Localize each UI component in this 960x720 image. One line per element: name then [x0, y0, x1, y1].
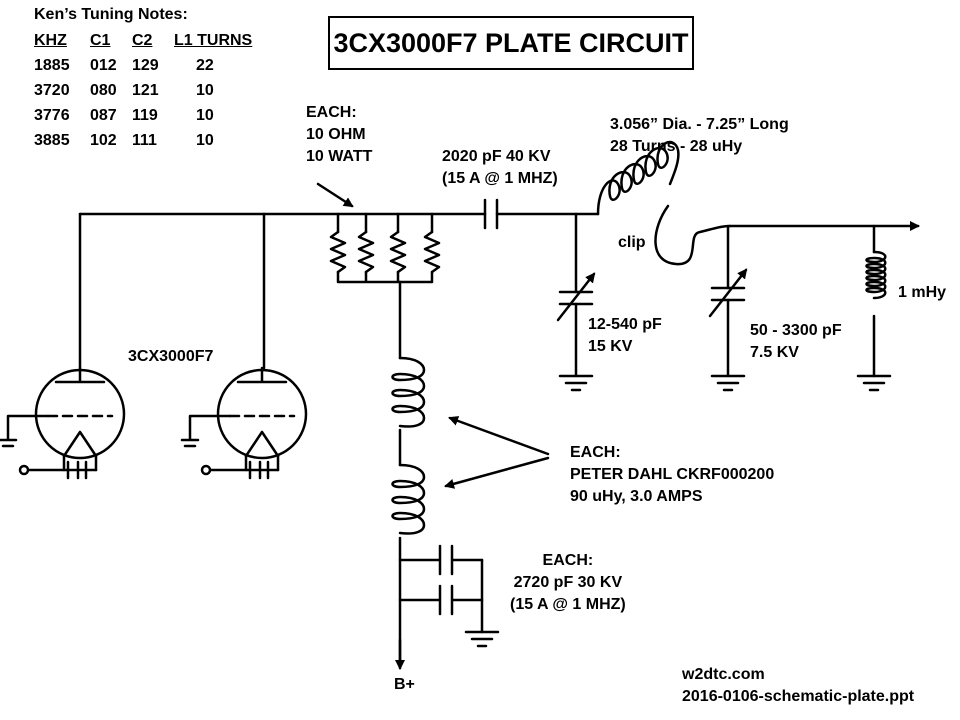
column-header: KHZ	[34, 31, 67, 49]
c1-label: 12-540 pF 15 KV	[588, 314, 662, 358]
table-cell: 10	[196, 81, 214, 99]
label-line: PETER DAHL CKRF000200	[570, 466, 775, 483]
tuning-notes-heading: Ken’s Tuning Notes:	[34, 6, 188, 23]
tank-coil-symbol	[596, 140, 680, 216]
tuning-capacitor-c1-symbol	[556, 212, 596, 392]
table-row: 3776 087 119 10	[34, 103, 264, 128]
label-line: EACH:	[542, 552, 594, 569]
table-cell: 102	[90, 131, 117, 149]
bypass-capacitors-symbol	[398, 544, 500, 648]
table-cell: 1885	[34, 56, 70, 74]
label-line: 28 Turns - 28 uHy	[610, 138, 743, 155]
table-cell: 087	[90, 106, 117, 124]
tube-1-symbol	[0, 366, 126, 480]
page-title: 3CX3000F7 PLATE CIRCUIT	[328, 16, 694, 70]
rf-choke-1-symbol	[391, 356, 426, 428]
label-line: 3.056” Dia. - 7.25” Long	[610, 116, 789, 133]
label-line: 50 - 3300 pF	[750, 322, 842, 339]
resistor-label: EACH: 10 OHM 10 WATT	[306, 102, 372, 168]
table-cell: 3885	[34, 131, 70, 149]
label-line: EACH:	[570, 444, 621, 461]
table-row: 3720 080 121 10	[34, 78, 264, 103]
table-header-row: KHZ C1 C2 L1 TURNS	[34, 28, 264, 53]
table-cell: 3776	[34, 106, 70, 124]
table-cell: 121	[132, 81, 159, 99]
footer-filename: 2016-0106-schematic-plate.ppt	[682, 688, 915, 705]
label-line: 10 WATT	[306, 148, 373, 165]
tuning-notes-table: KHZ C1 C2 L1 TURNS 1885 012 129 22 3720 …	[34, 28, 264, 153]
label-line: 10 OHM	[306, 126, 366, 143]
label-line: EACH:	[306, 104, 357, 121]
table-cell: 22	[196, 56, 214, 74]
table-cell: 10	[196, 131, 214, 149]
coupling-cap-label: 2020 pF 40 KV (15 A @ 1 MHZ)	[442, 146, 558, 190]
choke-callout-arrow-2	[444, 456, 550, 489]
tank-coil-label: 3.056” Dia. - 7.25” Long 28 Turns - 28 u…	[610, 114, 789, 158]
label-line: 90 uHy, 3.0 AMPS	[570, 488, 703, 505]
label-line: 15 KV	[588, 338, 633, 355]
rf-choke-2-symbol	[391, 463, 426, 535]
table-cell: 10	[196, 106, 214, 124]
label-line: (15 A @ 1 MHZ)	[442, 170, 558, 187]
loading-capacitor-c2-symbol	[708, 224, 748, 392]
table-cell: 080	[90, 81, 117, 99]
label-line: 2020 pF 40 KV	[442, 148, 551, 165]
tube-label: 3CX3000F7	[128, 348, 214, 365]
choke-label: EACH: PETER DAHL CKRF000200 90 uHy, 3.0 …	[570, 442, 774, 508]
table-row: 1885 012 129 22	[34, 53, 264, 78]
bypass-cap-label: EACH: 2720 pF 30 KV (15 A @ 1 MHZ)	[510, 550, 626, 616]
parallel-resistors-symbol	[329, 212, 441, 284]
tube-2-symbol	[180, 366, 308, 480]
column-header: C1	[90, 31, 111, 49]
column-header: C2	[132, 31, 153, 49]
table-cell: 111	[132, 131, 157, 149]
table-cell: 012	[90, 56, 117, 74]
footer: w2dtc.com 2016-0106-schematic-plate.ppt	[682, 664, 914, 708]
label-line: (15 A @ 1 MHZ)	[510, 596, 626, 613]
tap-clip-wire	[654, 204, 732, 266]
table-cell: 129	[132, 56, 159, 74]
clip-label: clip	[618, 234, 646, 251]
coupling-capacitor-symbol	[483, 198, 499, 230]
output-choke-symbol	[856, 224, 892, 392]
resistor-callout-arrow	[316, 182, 354, 208]
table-row: 3885 102 111 10	[34, 128, 264, 153]
column-header: L1 TURNS	[174, 31, 253, 49]
label-line: 7.5 KV	[750, 344, 799, 361]
footer-site: w2dtc.com	[682, 666, 765, 683]
b-plus-label: B+	[394, 676, 415, 693]
choke-callout-arrow-1	[448, 416, 550, 456]
tuning-notes: Ken’s Tuning Notes: KHZ C1 C2 L1 TURNS 1…	[34, 6, 264, 153]
table-cell: 119	[132, 106, 158, 124]
table-cell: 3720	[34, 81, 70, 99]
label-line: 2720 pF 30 KV	[513, 574, 623, 591]
output-choke-label: 1 mHy	[898, 284, 947, 301]
c2-label: 50 - 3300 pF 7.5 KV	[750, 320, 842, 364]
label-line: 12-540 pF	[588, 316, 662, 333]
